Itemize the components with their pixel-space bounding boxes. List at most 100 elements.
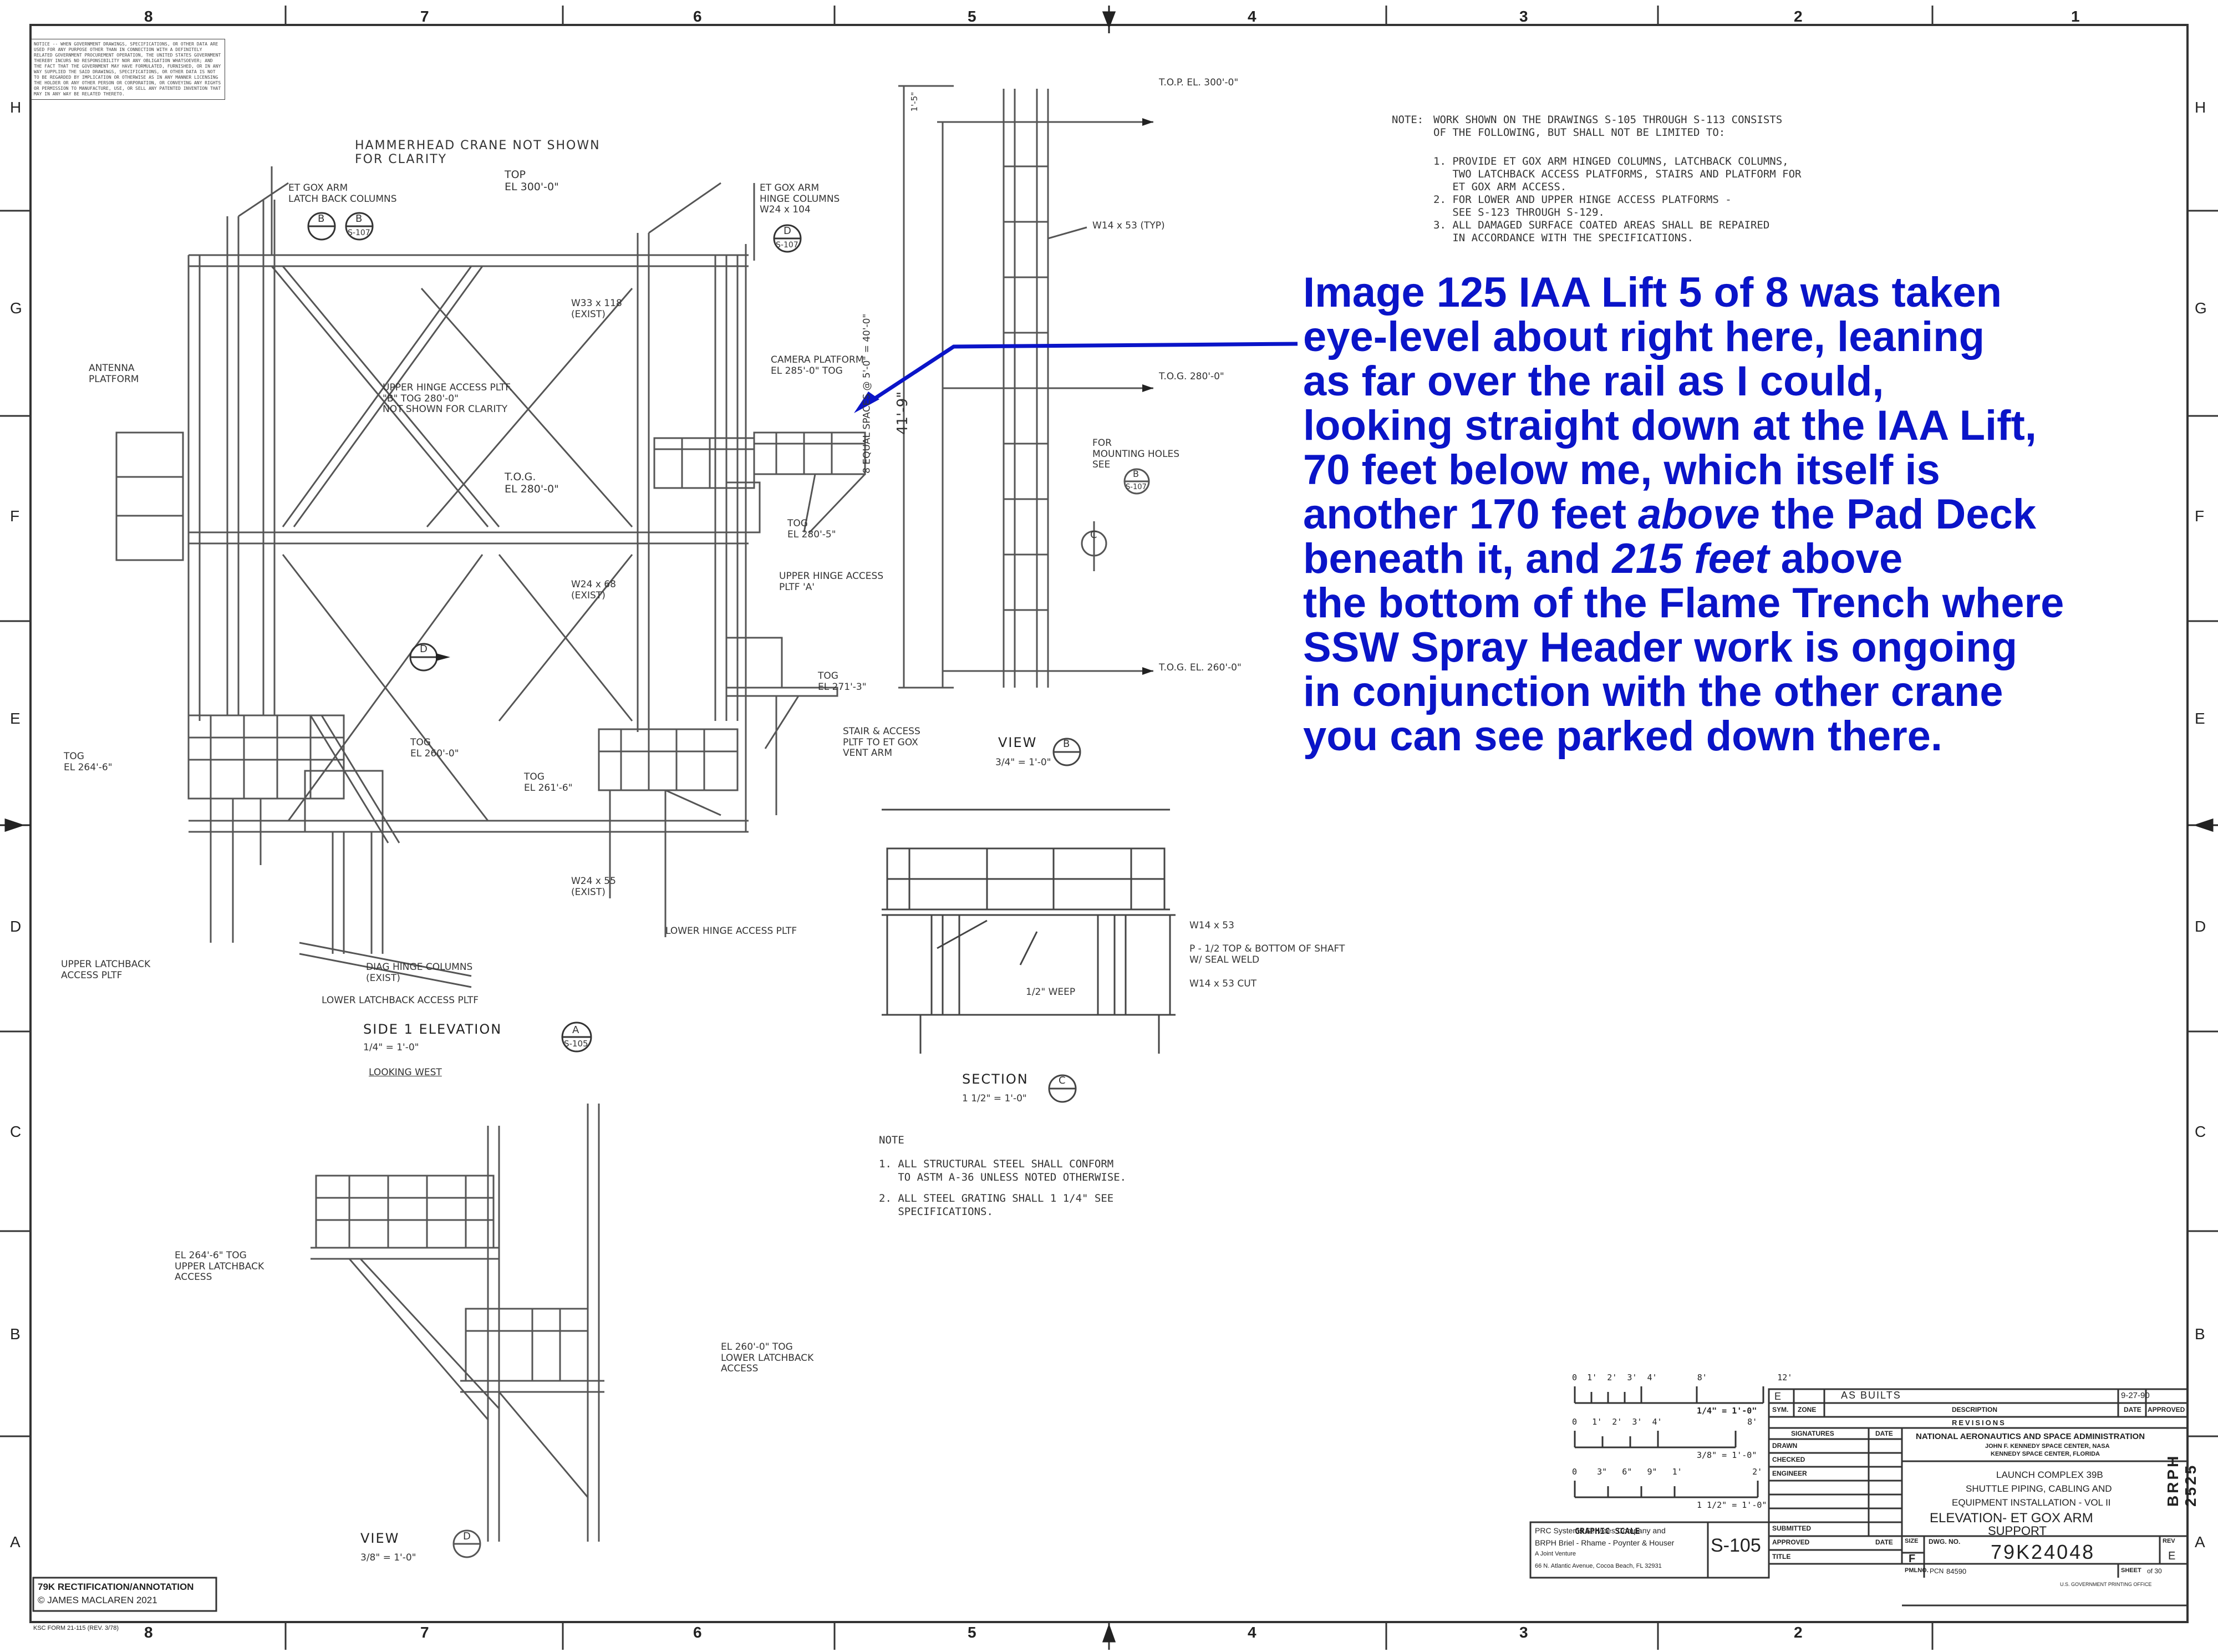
grid-col-2: 2 <box>1794 8 1803 25</box>
grid-col-2-bottom: 2 <box>1794 1624 1803 1641</box>
annotation-line-0: Image 125 IAA Lift 5 of 8 was taken <box>1303 269 2002 316</box>
annotation-line-4: 70 feet below me, which itself is <box>1303 446 1940 494</box>
sig-approved: APPROVED <box>1772 1538 1810 1546</box>
form-number: KSC FORM 21-115 (REV. 3/78) <box>33 1625 119 1631</box>
grid-col-1: 1 <box>2071 8 2080 25</box>
pcn-value: 84590 <box>1946 1567 1967 1575</box>
note-top-line-7: SEE S-123 THROUGH S-129. <box>1433 206 1605 218</box>
center-line-1: JOHN F. KENNEDY SPACE CENTER, NASA <box>1985 1443 2110 1450</box>
sig-engineer: ENGINEER <box>1772 1470 1807 1477</box>
note-top-heading: NOTE: <box>1392 114 1424 126</box>
note-top-line-5: ET GOX ARM ACCESS. <box>1433 181 1567 193</box>
section-c-scale: 1 1/2" = 1'-0" <box>962 1093 1027 1104</box>
callout-b-sheet: S-107 <box>348 228 370 237</box>
side-elevation-ref-letter: A <box>572 1024 579 1036</box>
scale-label-1: 1/4" = 1'-0" <box>1697 1406 1757 1416</box>
project-line-2: SHUTTLE PIPING, CABLING AND <box>1966 1483 2112 1494</box>
mounting-callout-sheet: S-107 <box>1126 483 1147 491</box>
label-lower-hinge: LOWER HINGE ACCESS PLTF <box>665 926 797 937</box>
note-mid-line-3: SPECIFICATIONS. <box>879 1206 993 1218</box>
note-top-line-1: OF THE FOLLOWING, BUT SHALL NOT BE LIMIT… <box>1433 126 1726 139</box>
note-top-line-3: 1. PROVIDE ET GOX ARM HINGED COLUMNS, LA… <box>1433 155 1789 167</box>
rev-value: E <box>2168 1550 2176 1562</box>
dwg-no-label: DWG. NO. <box>1929 1538 1961 1546</box>
annotation-line-5-start: another 170 feet <box>1303 491 1638 538</box>
grid-row-e: E <box>10 710 21 727</box>
view-d-title: VIEW <box>360 1531 400 1546</box>
scale-label-2: 3/8" = 1'-0" <box>1697 1450 1757 1460</box>
mounting-callout-letter: B <box>1133 469 1139 479</box>
grid-row-h-right: H <box>2195 99 2206 116</box>
annotation-line-6-end: above <box>1769 535 1903 582</box>
grid-col-8-bottom: 8 <box>144 1624 153 1641</box>
rectification-line-1: 79K RECTIFICATION/ANNOTATION <box>38 1582 194 1592</box>
label-dim-spaces: 8 EQUAL SPACES @ 5'-0" = 40'-0" <box>861 313 873 474</box>
callout-d-sheet: S-107 <box>776 241 798 250</box>
revisions-title: REVISIONS <box>1952 1419 2006 1427</box>
label-hinge-columns: ET GOX ARM HINGE COLUMNS W24 x 104 <box>760 182 840 216</box>
annotation-line-6: beneath it, and 215 feet above <box>1303 537 2190 581</box>
section-c-title: SECTION <box>962 1071 1029 1087</box>
grid-row-f: F <box>10 507 20 525</box>
annotation-line-7: the bottom of the Flame Trench where <box>1303 580 2064 627</box>
sig-submitted: SUBMITTED <box>1772 1524 1811 1532</box>
label-latchback-columns: ET GOX ARM LATCH BACK COLUMNS <box>288 182 397 205</box>
annotation-215-feet: 215 feet <box>1612 535 1769 582</box>
scale-ticks-1: 0 1' 2' 3' 4' 8' 12' <box>1572 1373 1793 1382</box>
label-hammerhead: HAMMERHEAD CRANE NOT SHOWN FOR CLARITY <box>355 139 601 167</box>
annotation-line-5-end: the Pad Deck <box>1759 491 2037 538</box>
section-c-letter: C <box>1059 1075 1066 1086</box>
center-line-2: KENNEDY SPACE CENTER, FLORIDA <box>1991 1451 2100 1457</box>
label-upper-hinge-a: UPPER HINGE ACCESS PLTF 'A' <box>779 571 884 593</box>
sheet-label: SHEET <box>2121 1567 2141 1574</box>
contractor-1: PRC Systems Services Company and <box>1535 1526 1666 1535</box>
note-mid-line-1: TO ASTM A-36 UNLESS NOTED OTHERWISE. <box>879 1171 1127 1183</box>
grid-row-g-right: G <box>2195 299 2207 317</box>
sig-checked: CHECKED <box>1772 1456 1805 1463</box>
grid-row-g: G <box>10 299 22 317</box>
grid-col-8: 8 <box>144 8 153 25</box>
col-approved: APPROVED <box>2148 1406 2185 1414</box>
note-top-line-4: TWO LATCHBACK ACCESS PLATFORMS, STAIRS A… <box>1433 168 1802 180</box>
grid-row-d: D <box>10 918 22 935</box>
label-upper-hinge-b: UPPER HINGE ACCESS PLTF. "B" TOG 280'-0"… <box>383 382 512 415</box>
photo-annotation: Image 125 IAA Lift 5 of 8 was taken eye-… <box>1303 271 2190 759</box>
label-w24x55: W24 x 55 (EXIST) <box>571 876 616 898</box>
grid-row-c-right: C <box>2195 1123 2206 1140</box>
note-top-line-8: 3. ALL DAMAGED SURFACE COATED AREAS SHAL… <box>1433 219 1770 231</box>
contractor-4: 66 N. Atlantic Avenue, Cocoa Beach, FL 3… <box>1535 1563 1662 1569</box>
label-tog-280: T.O.G. EL 280'-0" <box>505 471 559 495</box>
scale-ticks-2: 0 1' 2' 3' 4' 8' <box>1572 1417 1758 1427</box>
agency-name: NATIONAL AERONAUTICS AND SPACE ADMINISTR… <box>1916 1432 2145 1441</box>
signatures-title: SIGNATURES <box>1791 1430 1834 1437</box>
section-c-mark-letter: C <box>1090 529 1097 541</box>
gpo-line: U.S. GOVERNMENT PRINTING OFFICE <box>2060 1582 2152 1587</box>
pcn-label: PCN <box>1930 1567 1944 1575</box>
label-antenna: ANTENNA PLATFORM <box>89 363 139 385</box>
grid-row-a-right: A <box>2195 1533 2205 1551</box>
col-zone: ZONE <box>1798 1406 1817 1414</box>
callout-b-letter-1: B <box>318 213 325 225</box>
size-label: SIZE <box>1905 1538 1919 1544</box>
view-b-title: VIEW <box>998 735 1037 750</box>
grid-col-5-bottom: 5 <box>968 1624 976 1641</box>
side-elevation-ref-sheet: S-105 <box>564 1039 588 1049</box>
side-elevation-scale: 1/4" = 1'-0" <box>363 1042 419 1053</box>
grid-col-3: 3 <box>1519 8 1528 25</box>
note-mid-heading: NOTE <box>879 1134 904 1146</box>
contractor-2: BRPH Briel - Rhame - Poynter & Houser <box>1535 1538 1675 1547</box>
label-tog-280-5: TOG EL 280'-5" <box>787 518 836 540</box>
col-date: DATE <box>2124 1406 2141 1414</box>
rev-letter: E <box>1774 1391 1782 1402</box>
col-description: DESCRIPTION <box>1952 1406 1998 1414</box>
grid-row-e-right: E <box>2195 710 2205 727</box>
label-mounting-holes: FOR MOUNTING HOLES SEE <box>1092 438 1180 471</box>
annotation-line-10: you can see parked down there. <box>1303 713 1943 760</box>
side-elevation-title: SIDE 1 ELEVATION <box>363 1021 502 1037</box>
label-tog-260: TOG EL 260'-0" <box>410 737 459 759</box>
label-tog-264: TOG EL 264'-6" <box>64 751 113 773</box>
project-line-1: LAUNCH COMPLEX 39B <box>1996 1470 2103 1480</box>
grid-row-h: H <box>10 99 22 116</box>
view-d-scale: 3/8" = 1'-0" <box>360 1552 416 1563</box>
